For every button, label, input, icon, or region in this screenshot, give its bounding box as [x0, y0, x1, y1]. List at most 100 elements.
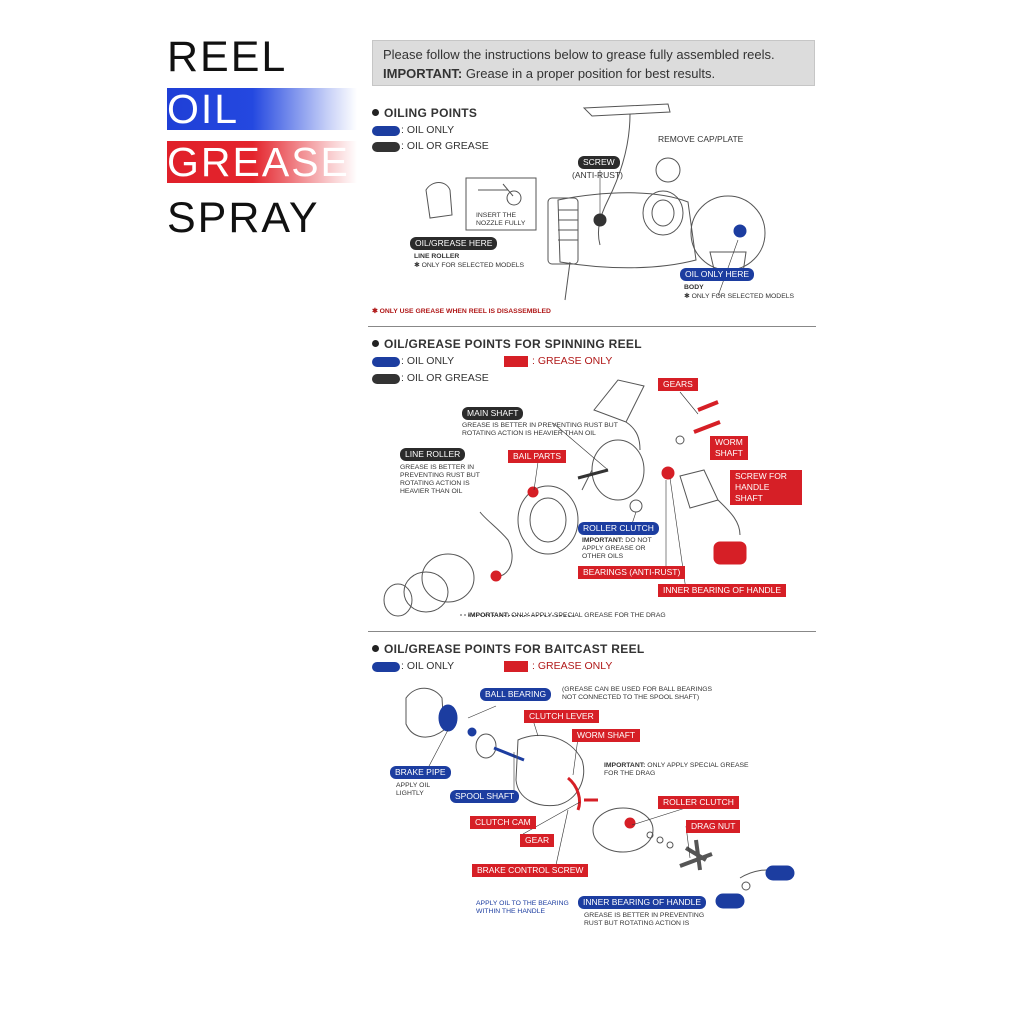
- legend-oil-grease-label: : OIL OR GREASE: [401, 140, 489, 152]
- main-shaft-note: GREASE IS BETTER IN PREVENTING RUST BUT …: [462, 422, 618, 437]
- notice-box: Please follow the instructions below to …: [372, 40, 815, 86]
- baitcast-title: OIL/GREASE POINTS FOR BAITCAST REEL: [372, 642, 645, 656]
- reel-line-art: [383, 103, 795, 909]
- grease-disassembled-footnote: ✱ ONLY USE GREASE WHEN REEL IS DISASSEMB…: [372, 308, 551, 315]
- spin-legend-oil-label: : OIL ONLY: [401, 355, 455, 367]
- grease-heading: GREASE: [167, 139, 350, 185]
- ball-bearing-note: (GREASE CAN BE USED FOR BALL BEARINGS NO…: [562, 686, 713, 701]
- bearings-tag: BEARINGS (ANTI-RUST): [578, 566, 686, 579]
- grease-band: GREASE: [167, 141, 357, 183]
- spinning-title-text: OIL/GREASE POINTS FOR SPINNING REEL: [384, 337, 642, 351]
- bait-legend-grease-label: : GREASE ONLY: [532, 660, 613, 672]
- bait-drag-important: IMPORTANT:: [604, 762, 646, 769]
- roller-clutch-important: IMPORTANT:: [582, 537, 624, 544]
- spin-rotor-art: [591, 439, 645, 501]
- spin-bail-wire-art: [479, 511, 513, 577]
- bullet-icon: [372, 645, 379, 652]
- reel-side-art: [642, 190, 684, 236]
- spin-legend-oil-swatch: [372, 357, 400, 367]
- bait-legend-oil-swatch: [372, 662, 400, 672]
- oiling-points-title: OILING POINTS: [372, 106, 477, 120]
- spin-inner-bearing-tag: INNER BEARING OF HANDLE: [658, 584, 787, 597]
- spin-gear-box-art: [679, 469, 719, 509]
- clutch-lever-tag: CLUTCH LEVER: [524, 710, 599, 723]
- spin-line-roller-note: GREASE IS BETTER IN PREVENTING RUST BUT …: [400, 464, 480, 495]
- roller-clutch-note-text: DO NOT APPLY GREASE OR OTHER OILS: [582, 537, 652, 560]
- bail-wire-art: [564, 261, 571, 301]
- roller-clutch-tag: ROLLER CLUTCH: [578, 522, 659, 535]
- spin-drag-note: IMPORTANT: ONLY APPLY SPECIAL GREASE FOR…: [468, 612, 666, 620]
- brake-control-screw-tag: BRAKE CONTROL SCREW: [472, 864, 589, 877]
- spin-legend-grease-swatch: [504, 356, 528, 367]
- line-roller-label: LINE ROLLER: [414, 253, 460, 260]
- spin-legend-grease-label: : GREASE ONLY: [532, 355, 613, 367]
- instruction-panel: Please follow the instructions below to …: [368, 30, 820, 938]
- apply-oil-lightly-note: APPLY OIL LIGHTLY: [396, 782, 430, 797]
- bait-inner-bearing-tag: INNER BEARING OF HANDLE: [578, 896, 707, 909]
- spin-drag-note-text: ONLY APPLY SPECIAL GREASE FOR THE DRAG: [509, 612, 666, 619]
- spin-drag-important: IMPORTANT:: [468, 612, 510, 619]
- clutch-cam-tag: CLUTCH CAM: [470, 816, 536, 829]
- spool-shaft-tag: SPOOL SHAFT: [450, 790, 520, 803]
- notice-important-label: IMPORTANT:: [383, 66, 463, 81]
- spin-legend-oil-grease-label: : OIL OR GREASE: [401, 372, 489, 384]
- spool-art: [547, 197, 579, 265]
- insert-nozzle-note: INSERT THE NOZZLE FULLY: [476, 212, 526, 227]
- hand-art: [425, 182, 453, 219]
- legend-oil-swatch: [372, 126, 400, 136]
- selected-models-note-1: ✱ ONLY FOR SELECTED MODELS: [414, 262, 525, 269]
- gears-tag: GEARS: [658, 378, 698, 391]
- selected-models-note-2: ✱ ONLY FOR SELECTED MODELS: [684, 293, 795, 300]
- apply-oil-handle-note: APPLY OIL TO THE BEARING WITHIN THE HAND…: [476, 900, 569, 915]
- cap-art: [655, 157, 681, 183]
- bait-frame-art: [515, 734, 585, 807]
- bait-sideplate-right-art: [592, 807, 654, 853]
- roller-clutch-note: IMPORTANT: DO NOT APPLY GREASE OR OTHER …: [582, 537, 654, 561]
- bait-star-drag-art: [679, 839, 713, 871]
- spin-legend-oil-grease-swatch: [372, 374, 400, 384]
- bait-roller-clutch-tag: ROLLER CLUTCH: [658, 796, 739, 809]
- nozzle-inset-art: [465, 177, 537, 231]
- divider-2: [368, 631, 816, 632]
- brake-pipe-tag: BRAKE PIPE: [390, 766, 451, 779]
- notice-line-1: Please follow the instructions below to …: [383, 47, 775, 62]
- oiling-title-text: OILING POINTS: [384, 106, 478, 120]
- bait-drag-note-text: ONLY APPLY SPECIAL GREASE FOR THE DRAG: [604, 762, 749, 777]
- oil-point-body-art: [733, 224, 747, 238]
- spin-line-roller-tag: LINE ROLLER: [400, 448, 466, 461]
- baitcast-title-text: OIL/GREASE POINTS FOR BAITCAST REEL: [384, 642, 645, 656]
- legend-oil-label: : OIL ONLY: [401, 124, 455, 136]
- ball-bearing-tag: BALL BEARING: [480, 688, 552, 701]
- notice-line-2: IMPORTANT: Grease in a proper position f…: [383, 64, 804, 83]
- bullet-icon: [372, 340, 379, 347]
- oil-only-here-tag: OIL ONLY HERE: [680, 268, 755, 281]
- oil-band: OIL: [167, 88, 357, 130]
- reel-heading: REEL: [167, 33, 288, 81]
- divider-1: [368, 326, 816, 327]
- zoom-circle-art: [690, 195, 766, 271]
- gear-tag: GEAR: [520, 834, 555, 847]
- screw-handle-shaft-tag: SCREW FOR HANDLE SHAFT: [730, 470, 802, 505]
- legend-oil-grease-swatch: [372, 142, 400, 152]
- bullet-icon: [372, 109, 379, 116]
- bait-drag-note: IMPORTANT: ONLY APPLY SPECIAL GREASE FOR…: [604, 762, 764, 778]
- spin-handle-knob-art: [593, 379, 645, 423]
- remove-cap-label: REMOVE CAP/PLATE: [658, 134, 744, 144]
- bait-sideplate-art: [405, 687, 445, 738]
- spin-handle-knob-red-art: [713, 541, 747, 565]
- body-label: BODY: [684, 284, 704, 291]
- spin-bail-cup-art: [517, 485, 579, 555]
- spinning-title: OIL/GREASE POINTS FOR SPINNING REEL: [372, 337, 642, 351]
- spin-handle-shaft-art: [717, 499, 741, 536]
- bail-parts-tag: BAIL PARTS: [508, 450, 567, 463]
- reel-body-art: [557, 192, 697, 269]
- worm-shaft-tag: WORM SHAFT: [710, 436, 748, 460]
- bait-legend-oil-label: : OIL ONLY: [401, 660, 455, 672]
- main-shaft-tag: MAIN SHAFT: [462, 407, 524, 420]
- anti-rust-label: (ANTI-RUST): [572, 170, 623, 180]
- drag-nut-tag: DRAG NUT: [686, 820, 741, 833]
- screw-point-art: [593, 213, 607, 227]
- oil-grease-here-tag: OIL/GREASE HERE: [410, 237, 498, 250]
- handle-arm-art: [597, 113, 631, 246]
- bait-worm-shaft-tag: WORM SHAFT: [572, 729, 641, 742]
